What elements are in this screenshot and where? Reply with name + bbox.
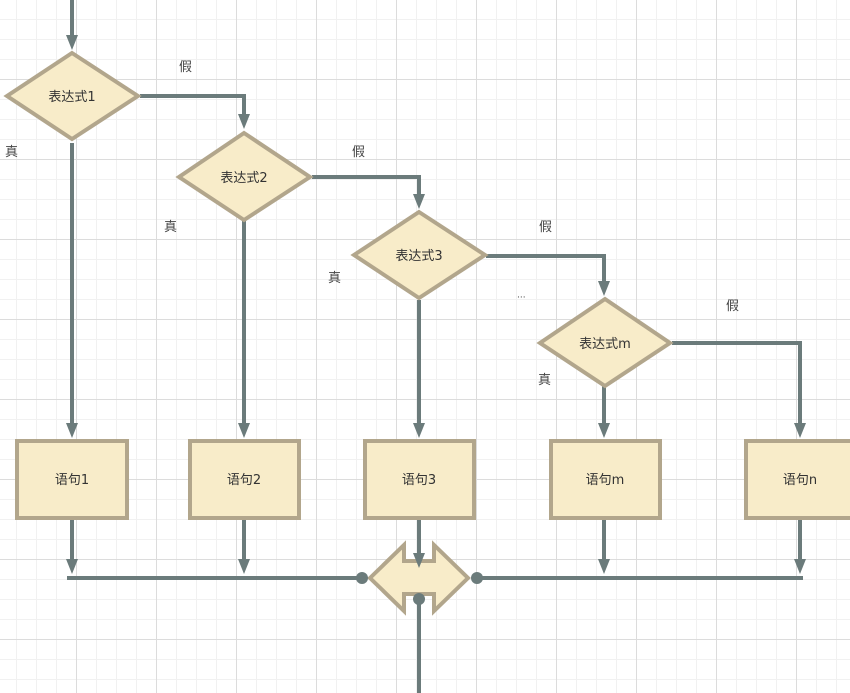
true-label: 真: [328, 271, 341, 286]
true-label: 真: [538, 373, 551, 388]
statement-label: 语句n: [783, 473, 817, 488]
false-label: 假: [179, 60, 192, 75]
double-arrow-icon: [367, 540, 471, 616]
false-line-1: [140, 94, 246, 116]
decision-exprm: 表达式m: [536, 296, 674, 389]
false-line-m: [672, 341, 802, 425]
statement-n: 语句n: [744, 439, 850, 520]
arrow-icon: [794, 559, 806, 574]
statement-3: 语句3: [363, 439, 476, 520]
decision-expr2: 表达式2: [175, 130, 314, 223]
arrow-icon: [238, 114, 250, 129]
junction-dot-bottom: [413, 593, 425, 605]
false-label: 假: [726, 299, 739, 314]
statement-label: 语句3: [402, 473, 436, 488]
arrow-icon: [794, 423, 806, 438]
statement-label: 语句1: [55, 473, 89, 488]
statement-1: 语句1: [15, 439, 129, 520]
arrow-icon: [238, 559, 250, 574]
statement-label: 语句2: [227, 473, 261, 488]
junction-dot-left: [356, 572, 368, 584]
merge-connector: [356, 540, 483, 616]
true-label: 真: [5, 145, 18, 160]
false-label: 假: [539, 220, 552, 235]
ellipsis-label: ···: [517, 293, 526, 303]
statement-2: 语句2: [188, 439, 301, 520]
decision-expr1: 表达式1: [3, 50, 142, 142]
decision-label: 表达式2: [220, 171, 267, 186]
statement-label: 语句m: [586, 473, 625, 488]
decision-label: 表达式3: [395, 249, 442, 264]
arrow-icon: [598, 559, 610, 574]
false-label: 假: [352, 145, 365, 160]
edge-labels: 假 真 假 真 假 真 ··· 假 真: [5, 60, 739, 388]
statement-m: 语句m: [549, 439, 662, 520]
arrow-icon: [66, 35, 78, 50]
junction-dot-right: [471, 572, 483, 584]
arrowheads: [66, 35, 806, 574]
arrow-icon: [66, 423, 78, 438]
arrow-icon: [598, 281, 610, 296]
arrow-icon: [238, 423, 250, 438]
decision-label: 表达式1: [48, 90, 95, 105]
arrow-icon: [66, 559, 78, 574]
decision-label: 表达式m: [579, 337, 631, 352]
arrow-icon: [413, 423, 425, 438]
true-label: 真: [164, 220, 177, 235]
false-line-2: [312, 175, 421, 196]
connectors: [67, 0, 803, 693]
false-line-3: [486, 254, 606, 283]
decision-expr3: 表达式3: [350, 209, 489, 301]
arrow-icon: [413, 553, 425, 568]
arrow-icon: [413, 194, 425, 209]
arrow-icon: [598, 423, 610, 438]
